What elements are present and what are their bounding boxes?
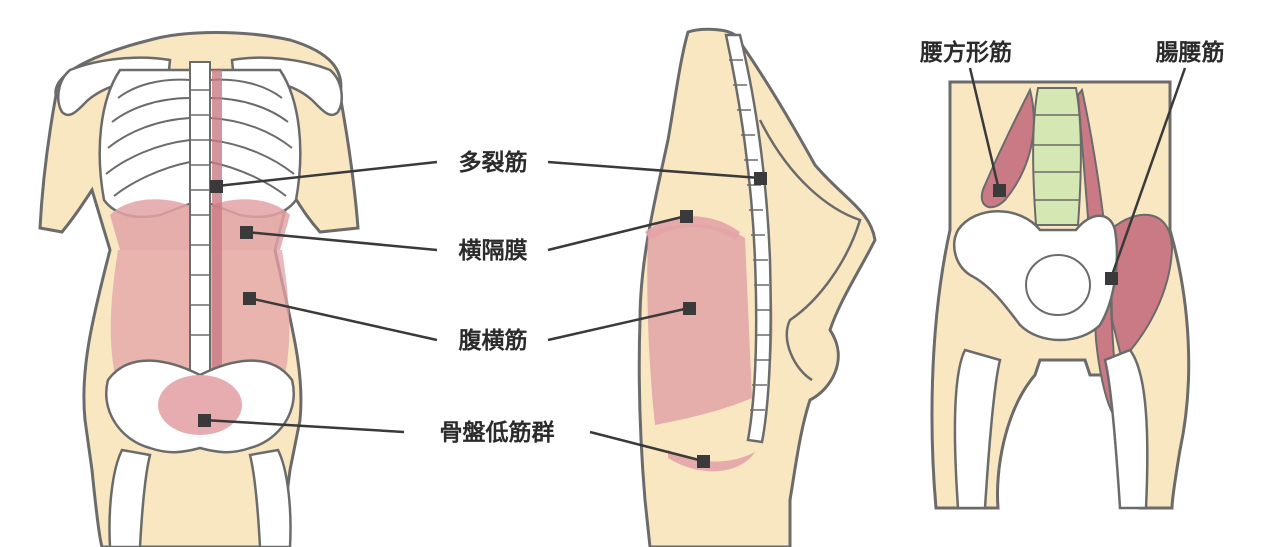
marker-side-diaphragm — [680, 210, 693, 223]
front-spine — [189, 61, 211, 403]
label-quadratus-lumborum: 腰方形筋 — [919, 39, 1012, 66]
lumbar-vertebra-lines — [1034, 114, 1081, 201]
side-spine — [724, 33, 772, 444]
front-left-femur — [108, 448, 152, 547]
leader-diaphragm-front — [245, 230, 438, 252]
leader-pelvic-floor-front — [203, 418, 405, 434]
side-diaphragm-muscle — [645, 216, 740, 240]
leader-lines — [203, 67, 1187, 463]
label-transversus-abdominis: 腹横筋 — [459, 327, 528, 354]
leader-transversus-side — [547, 306, 690, 342]
side-transversus-abdominis-muscle — [647, 224, 752, 425]
label-multifidus: 多裂筋 — [459, 149, 528, 176]
iliopsoas-left-muscle — [980, 87, 1035, 209]
iliacus-right-muscle — [1108, 213, 1174, 363]
marker-side-multifidus — [754, 172, 767, 185]
label-diaphragm: 横隔膜 — [459, 238, 528, 264]
leader-pelvic-floor-side — [589, 430, 704, 463]
leader-iliopsoas — [1109, 67, 1187, 279]
leader-quadratus-lumborum — [968, 67, 1001, 191]
leader-transversus-front — [248, 296, 438, 342]
marker-iliopsoas — [1105, 272, 1118, 285]
marker-quadratus-lumborum — [993, 184, 1006, 197]
front-view-figure — [38, 31, 360, 547]
pelvis-view-figure — [930, 80, 1191, 510]
side-arm-contour — [758, 119, 862, 382]
marker-side-pelvic-floor — [697, 455, 710, 468]
label-pelvic-floor: 骨盤低筋群 — [440, 419, 555, 446]
side-pelvic-floor-muscle — [668, 450, 755, 472]
lumbar-spine — [1032, 87, 1082, 226]
marker-side-transversus — [683, 302, 696, 315]
leader-diaphragm-side — [547, 214, 687, 252]
sacrum — [1025, 254, 1091, 316]
side-view-figure — [637, 27, 877, 547]
pelvis-left-femur — [953, 348, 1002, 510]
front-vertebra-lines — [190, 89, 210, 336]
front-multifidus-muscle — [212, 70, 222, 370]
label-iliopsoas: 腸腰筋 — [1156, 39, 1225, 66]
front-right-femur — [248, 448, 292, 547]
pelvis-right-femur — [1103, 348, 1149, 510]
leader-multifidus-front — [216, 160, 438, 188]
marker-front-multifidus — [210, 180, 223, 193]
leader-multifidus-side — [547, 160, 761, 180]
